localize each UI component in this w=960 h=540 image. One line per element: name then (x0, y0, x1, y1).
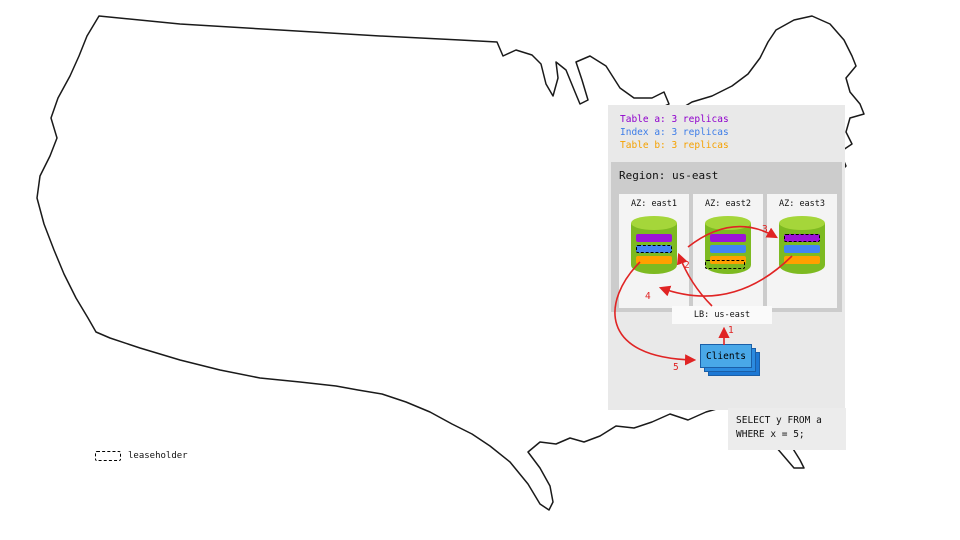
sql-line-1: SELECT y FROM a (736, 415, 822, 426)
replica-legend: Table a: 3 replicas Index a: 3 replicas … (620, 113, 729, 152)
legend-index-a: Index a: 3 replicas (620, 127, 729, 138)
load-balancer: LB: us-east (672, 306, 772, 324)
database-cylinder-east1 (631, 216, 677, 280)
leaseholder-key-label: leaseholder (128, 451, 188, 461)
az-east1-label: AZ: east1 (630, 199, 678, 209)
leaseholder-outline-table-b (705, 260, 745, 269)
replica-table-a-leaseholder (784, 234, 820, 242)
az-east2-label: AZ: east2 (704, 199, 752, 209)
sql-query-box: SELECT y FROM a WHERE x = 5; (728, 408, 846, 450)
region-box: Region: us-east AZ: east1 AZ: east2 (611, 162, 842, 312)
region-title: Region: us-east (619, 169, 719, 182)
cylinder-top (631, 216, 677, 230)
replica-table-a (710, 234, 746, 242)
replica-table-a (636, 234, 672, 242)
clients-stack: Clients (700, 344, 762, 378)
leaseholder-key: leaseholder (95, 451, 188, 461)
legend-table-a: Table a: 3 replicas (620, 114, 729, 125)
clients-box: Clients (700, 344, 752, 368)
az-east3-label: AZ: east3 (778, 199, 826, 209)
az-east3: AZ: east3 (767, 194, 837, 308)
az-east2: AZ: east2 (693, 194, 763, 308)
replica-index-a (710, 245, 746, 253)
cylinder-top (779, 216, 825, 230)
cylinder-top (705, 216, 751, 230)
topology-panel: Table a: 3 replicas Index a: 3 replicas … (608, 105, 845, 410)
legend-table-b: Table b: 3 replicas (620, 140, 729, 151)
sql-line-2: WHERE x = 5; (736, 429, 805, 440)
replica-table-b (636, 256, 672, 264)
replica-table-b (784, 256, 820, 264)
replica-index-a-leaseholder (636, 245, 672, 253)
database-cylinder-east2 (705, 216, 751, 280)
az-east1: AZ: east1 (619, 194, 689, 308)
replica-index-a (784, 245, 820, 253)
leaseholder-swatch-icon (95, 451, 121, 461)
database-cylinder-east3 (779, 216, 825, 280)
